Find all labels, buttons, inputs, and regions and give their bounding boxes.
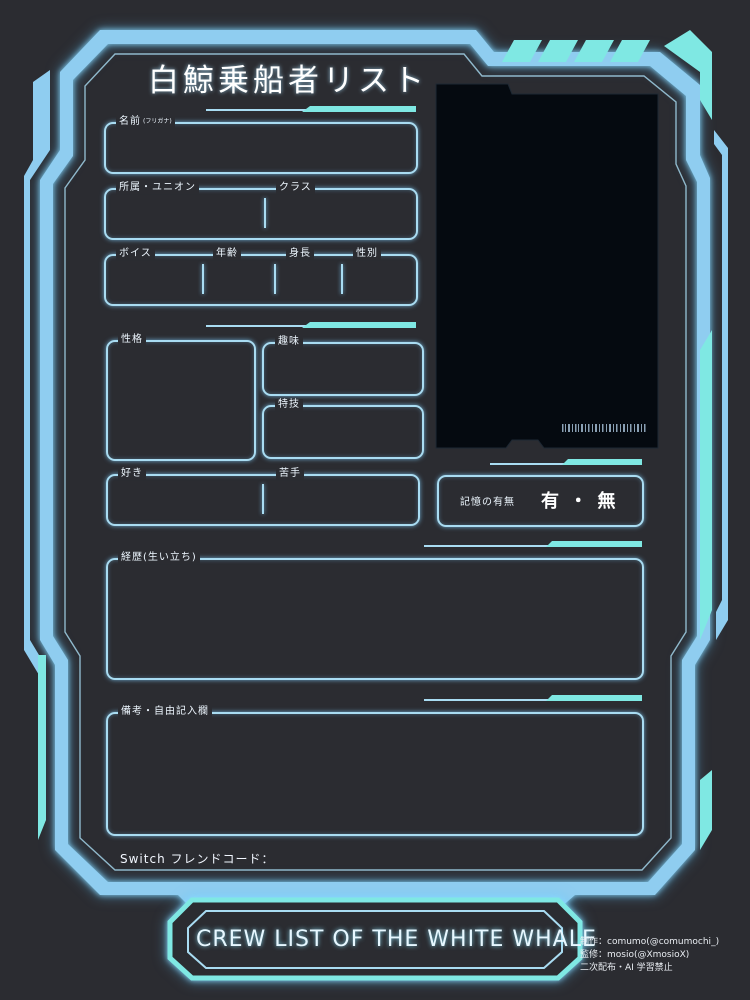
class-label: クラス [276, 182, 315, 194]
personality-field[interactable] [106, 340, 256, 461]
right-side-detail [714, 130, 728, 640]
sheet-title: 白鯨乗船者リスト [148, 63, 428, 99]
left-side-detail [24, 70, 50, 680]
age-label: 年齢 [213, 248, 241, 260]
credit-notice: 二次配布・AI 学習禁止 [580, 963, 673, 973]
inner-outline [64, 53, 687, 871]
photo-panel [435, 83, 659, 449]
name-ruby-label: (フリガナ) [143, 118, 172, 125]
history-label: 経歴(生い立ち) [118, 552, 200, 564]
barcode-icon [562, 424, 646, 432]
memory-options[interactable]: 有 ・ 無 [541, 491, 618, 512]
gender-label: 性別 [353, 248, 381, 260]
section-accent-bars [206, 106, 642, 701]
notes-label: 備考・自由記入欄 [118, 706, 212, 718]
banner-text: CREW LIST OF THE WHITE WHALE [196, 927, 597, 952]
name-label: 名前(フリガナ) [116, 116, 175, 128]
likes-label: 好き [118, 468, 146, 480]
memory-field[interactable] [437, 475, 644, 527]
credit-creator: 制作：comumo(@comumochi_) [580, 937, 720, 947]
history-field[interactable] [106, 558, 644, 680]
cyan-accents [38, 30, 712, 850]
memory-label: 記憶の有無 [460, 497, 515, 508]
banner-frame [167, 897, 583, 981]
notes-field[interactable] [106, 712, 644, 836]
skill-label: 特技 [275, 399, 303, 411]
likes-divider [262, 484, 264, 514]
height-label: 身長 [286, 248, 314, 260]
voice-age-height-gender-field[interactable] [104, 254, 418, 306]
voice-divider [202, 264, 204, 294]
height-divider [341, 264, 343, 294]
voice-label: ボイス [116, 248, 155, 260]
age-divider [274, 264, 276, 294]
switch-friend-code-label: Switch フレンドコード： [120, 852, 275, 866]
credit-supervisor: 監修：mosio(@XmosioX) [580, 950, 690, 960]
dislikes-label: 苦手 [276, 468, 304, 480]
name-field[interactable] [104, 122, 418, 174]
likes-dislikes-field[interactable] [106, 474, 420, 526]
skill-field[interactable] [262, 405, 424, 459]
affiliation-label: 所属・ユニオン [116, 182, 199, 194]
hobby-label: 趣味 [275, 336, 303, 348]
personality-label: 性格 [118, 334, 146, 346]
affiliation-divider [264, 198, 266, 228]
hobby-field[interactable] [262, 342, 424, 396]
affiliation-class-field[interactable] [104, 188, 418, 240]
